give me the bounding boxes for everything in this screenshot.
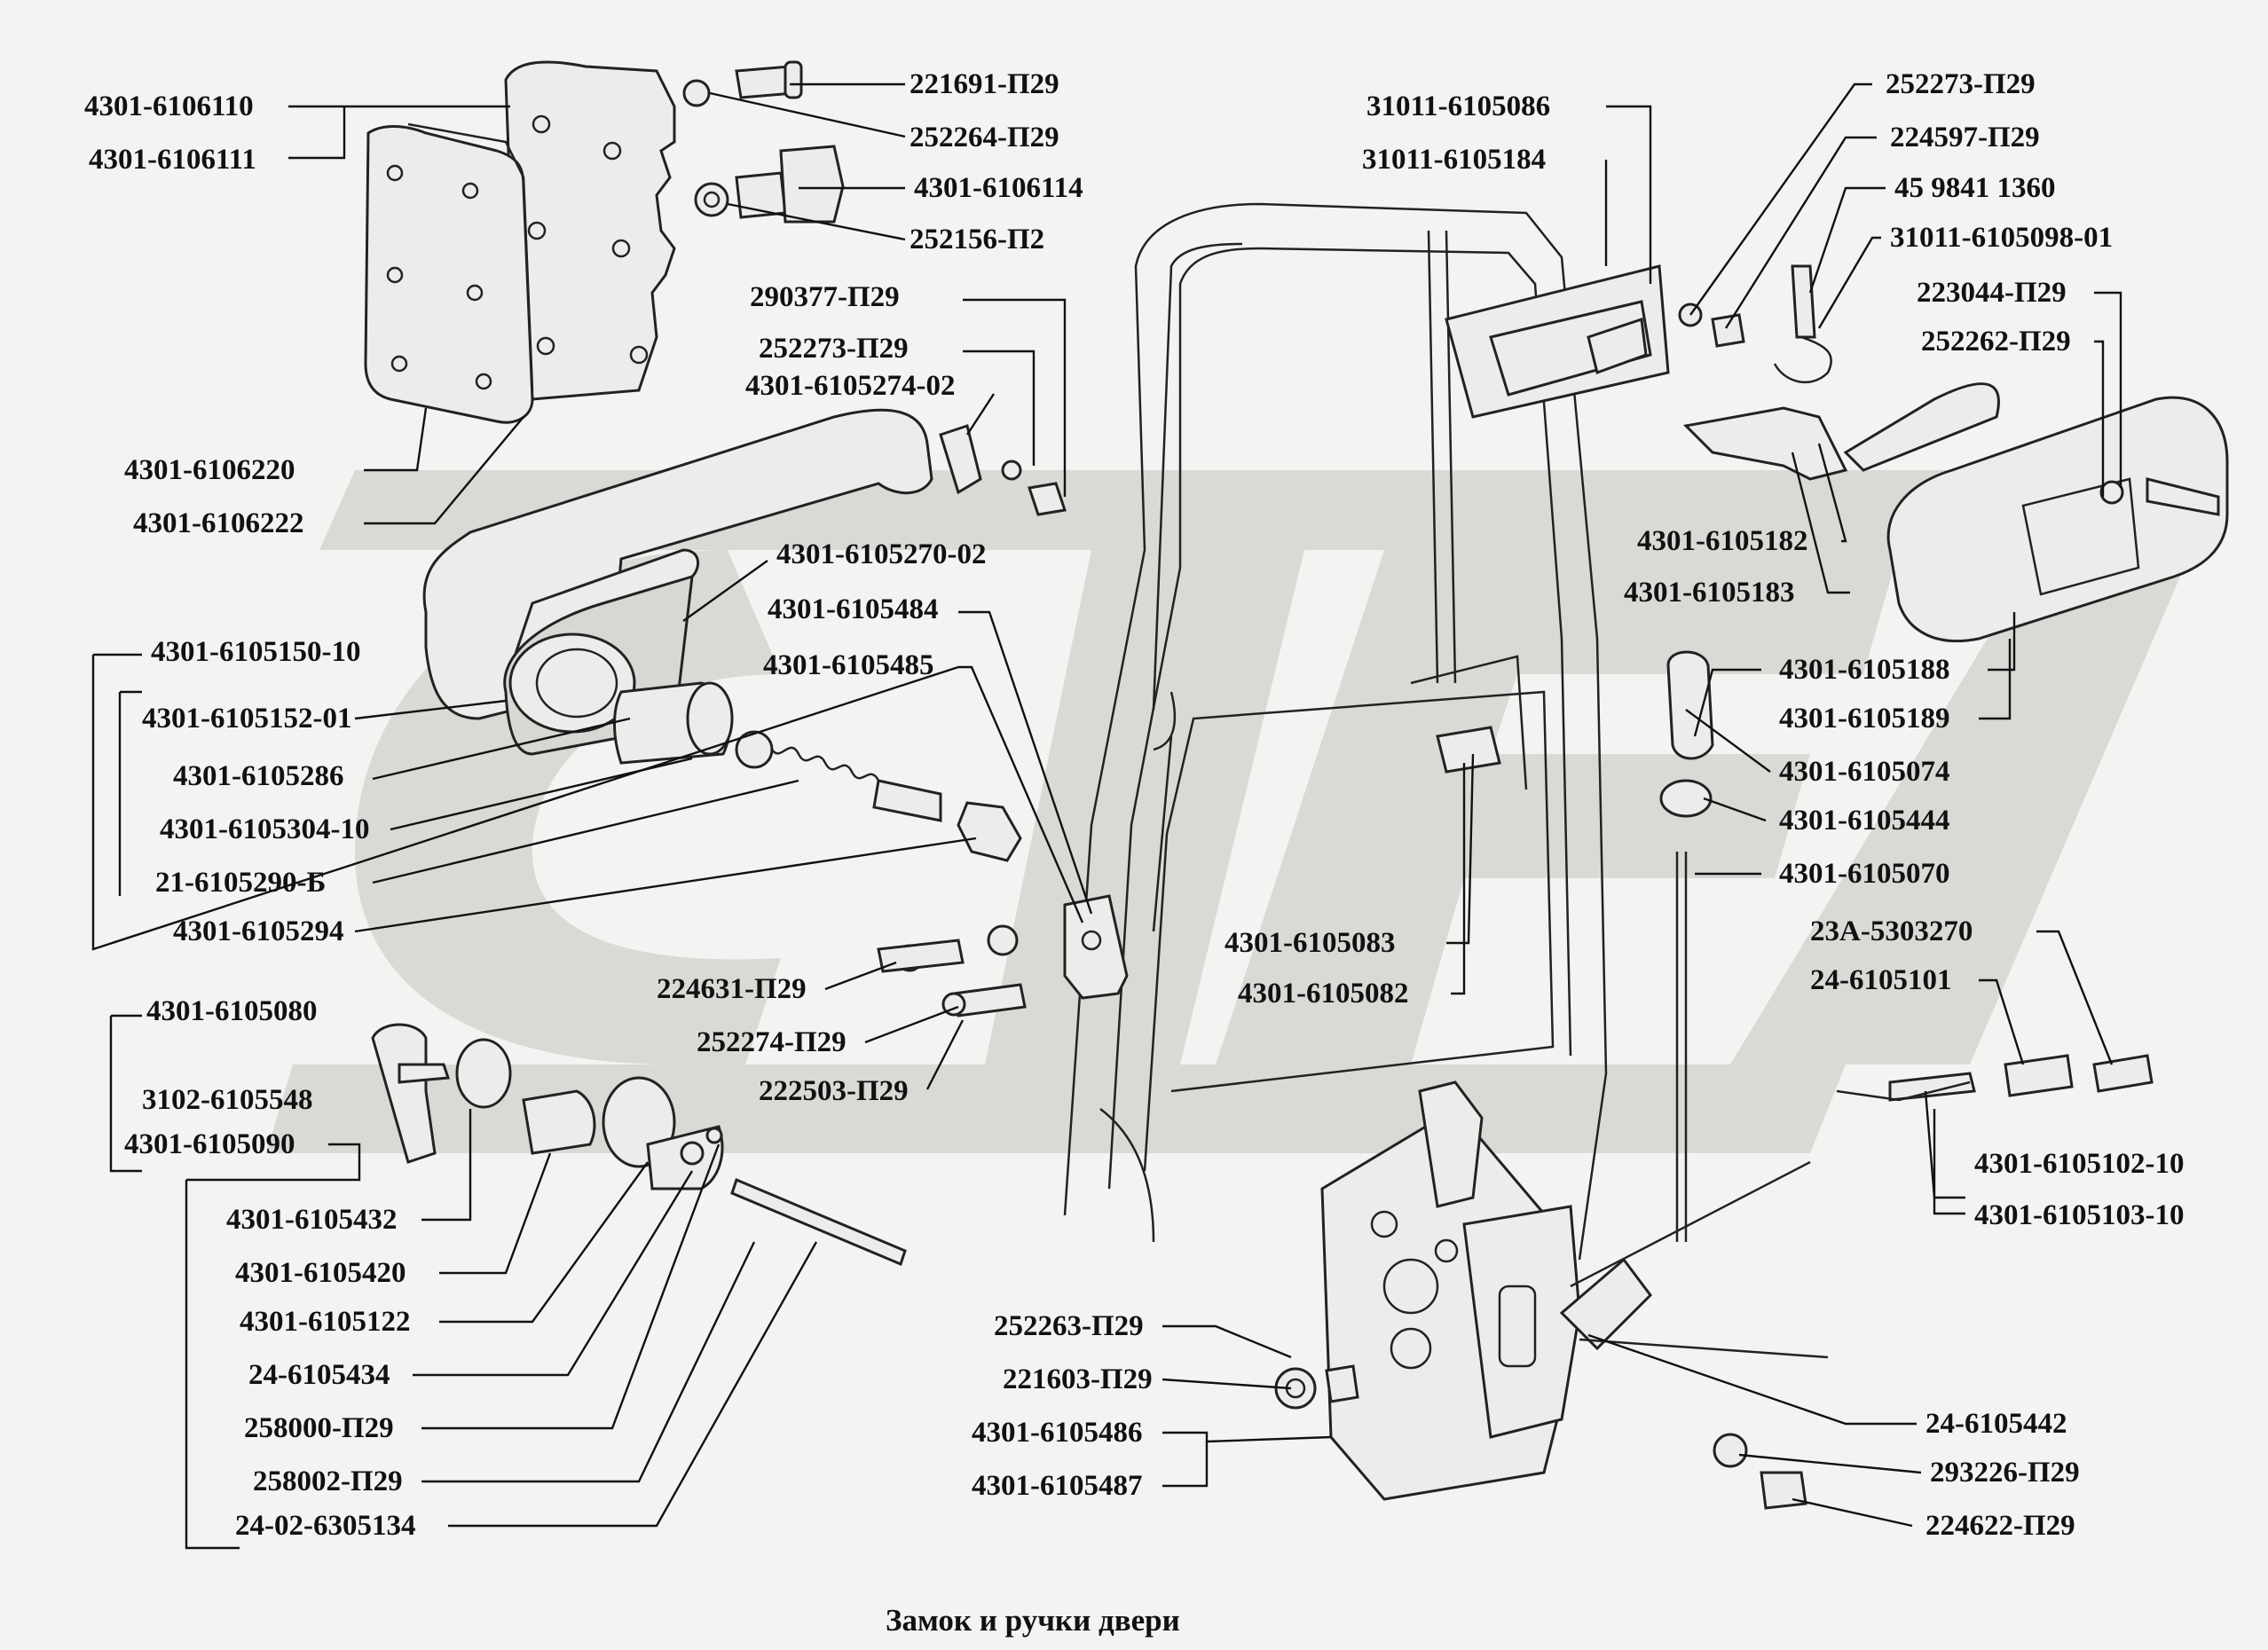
- part-label-4301-6105189: 4301-6105189: [1779, 703, 1950, 735]
- top-fasteners: [682, 60, 845, 224]
- part-label-4301-6106110: 4301-6106110: [84, 90, 254, 122]
- part-label-31011-6105184: 31011-6105184: [1362, 144, 1546, 176]
- key-and-cylinder-set: [371, 1023, 907, 1267]
- part-label-221603-p29: 221603-П29: [1003, 1363, 1153, 1395]
- part-label-4301-6105485: 4301-6105485: [763, 649, 934, 681]
- part-label-224622-p29: 224622-П29: [1925, 1510, 2075, 1542]
- part-label-4301-6105090: 4301-6105090: [124, 1128, 295, 1160]
- part-label-258000-p29: 258000-П29: [244, 1412, 394, 1444]
- part-label-252273-p29-a: 252273-П29: [759, 333, 909, 365]
- part-label-4301-6105304-10: 4301-6105304-10: [160, 813, 369, 845]
- part-label-4301-6105122: 4301-6105122: [240, 1306, 411, 1338]
- part-label-4301-6105294: 4301-6105294: [173, 915, 344, 947]
- outer-handle: [422, 408, 1067, 756]
- part-label-252263-p29: 252263-П29: [994, 1310, 1144, 1342]
- part-label-4301-6105182: 4301-6105182: [1637, 525, 1808, 557]
- part-label-252156-p2: 252156-П2: [910, 224, 1044, 255]
- part-label-4301-6105487: 4301-6105487: [972, 1470, 1143, 1502]
- part-label-4301-6105270-02: 4301-6105270-02: [776, 538, 986, 570]
- part-label-4301-6105083: 4301-6105083: [1225, 927, 1396, 959]
- part-label-252262-p29: 252262-П29: [1921, 326, 2071, 358]
- part-label-24-6105434: 24-6105434: [248, 1359, 390, 1391]
- part-label-45-9841-1360: 45 9841 1360: [1894, 172, 2056, 204]
- part-label-31011-6105098-01: 31011-6105098-01: [1890, 222, 2113, 254]
- part-label-4301-6105080: 4301-6105080: [146, 995, 318, 1027]
- part-label-4301-6105082: 4301-6105082: [1238, 978, 1409, 1010]
- part-label-252274-p29: 252274-П29: [697, 1026, 847, 1058]
- part-label-4301-6105150-10: 4301-6105150-10: [151, 636, 360, 668]
- part-label-293226-p29: 293226-П29: [1930, 1457, 2080, 1489]
- part-label-4301-6106220: 4301-6106220: [124, 454, 295, 486]
- part-label-4301-6105152-01: 4301-6105152-01: [142, 703, 351, 735]
- leader-lines: [91, 82, 2122, 1550]
- part-label-4301-6106222: 4301-6106222: [133, 507, 304, 539]
- part-label-24-02-6305134: 24-02-6305134: [235, 1510, 415, 1542]
- part-label-4301-6105183: 4301-6105183: [1624, 577, 1795, 609]
- part-label-4301-6105444: 4301-6105444: [1779, 805, 1950, 837]
- part-label-258002-p29: 258002-П29: [253, 1465, 403, 1497]
- part-label-4301-6105074: 4301-6105074: [1779, 756, 1950, 788]
- part-label-4301-6105102-10: 4301-6105102-10: [1974, 1148, 2184, 1180]
- part-label-4301-6105286: 4301-6105286: [173, 760, 344, 792]
- main-door-lock: [1274, 1080, 1829, 1510]
- lock-mechanism-small: [877, 735, 1173, 1018]
- part-label-24-6105442: 24-6105442: [1925, 1408, 2067, 1440]
- part-label-24-6105101: 24-6105101: [1810, 964, 1952, 996]
- part-label-4301-6105484: 4301-6105484: [768, 593, 939, 625]
- door-frame: [1063, 202, 1608, 1261]
- part-label-4301-6106114: 4301-6106114: [914, 172, 1083, 204]
- part-label-252273-p29-b: 252273-П29: [1886, 68, 2036, 100]
- part-label-223044-p29: 223044-П29: [1917, 277, 2067, 309]
- part-labels: 4301-6106110 4301-6106111 221691-П29 252264…: [84, 68, 2184, 1542]
- part-label-224597-p29: 224597-П29: [1890, 122, 2040, 153]
- part-label-4301-6105432: 4301-6105432: [226, 1204, 398, 1236]
- part-label-252264-p29: 252264-П29: [910, 122, 1059, 153]
- part-label-31011-6105086: 31011-6105086: [1366, 90, 1550, 122]
- part-label-221691-p29: 221691-П29: [910, 68, 1059, 100]
- inner-release-parts: [1445, 264, 2229, 643]
- part-label-224631-p29: 224631-П29: [657, 973, 807, 1005]
- part-label-4301-6105103-10: 4301-6105103-10: [1974, 1199, 2184, 1231]
- part-label-3102-6105548: 3102-6105548: [142, 1084, 313, 1116]
- part-label-4301-6105274-02: 4301-6105274-02: [745, 370, 955, 402]
- part-label-4301-6105070: 4301-6105070: [1779, 858, 1950, 890]
- part-label-23a-5303270: 23А-5303270: [1810, 915, 1973, 947]
- part-label-4301-6105486: 4301-6105486: [972, 1417, 1143, 1449]
- part-label-4301-6105188: 4301-6105188: [1779, 654, 1950, 686]
- lock-button-rod: [1659, 650, 1714, 1242]
- part-label-4301-6106111: 4301-6106111: [89, 144, 256, 176]
- handle-base-panel: [364, 60, 676, 424]
- part-label-21-6105290-b: 21-6105290-Б: [155, 867, 326, 899]
- part-label-4301-6105420: 4301-6105420: [235, 1257, 406, 1289]
- lock-cylinder-spring: [613, 681, 1022, 862]
- part-label-222503-p29: 222503-П29: [759, 1075, 909, 1107]
- diagram-caption: Замок и ручки двери: [886, 1603, 1180, 1638]
- part-label-290377-p29: 290377-П29: [750, 281, 900, 313]
- inside-lock-lever: [1436, 726, 2154, 1102]
